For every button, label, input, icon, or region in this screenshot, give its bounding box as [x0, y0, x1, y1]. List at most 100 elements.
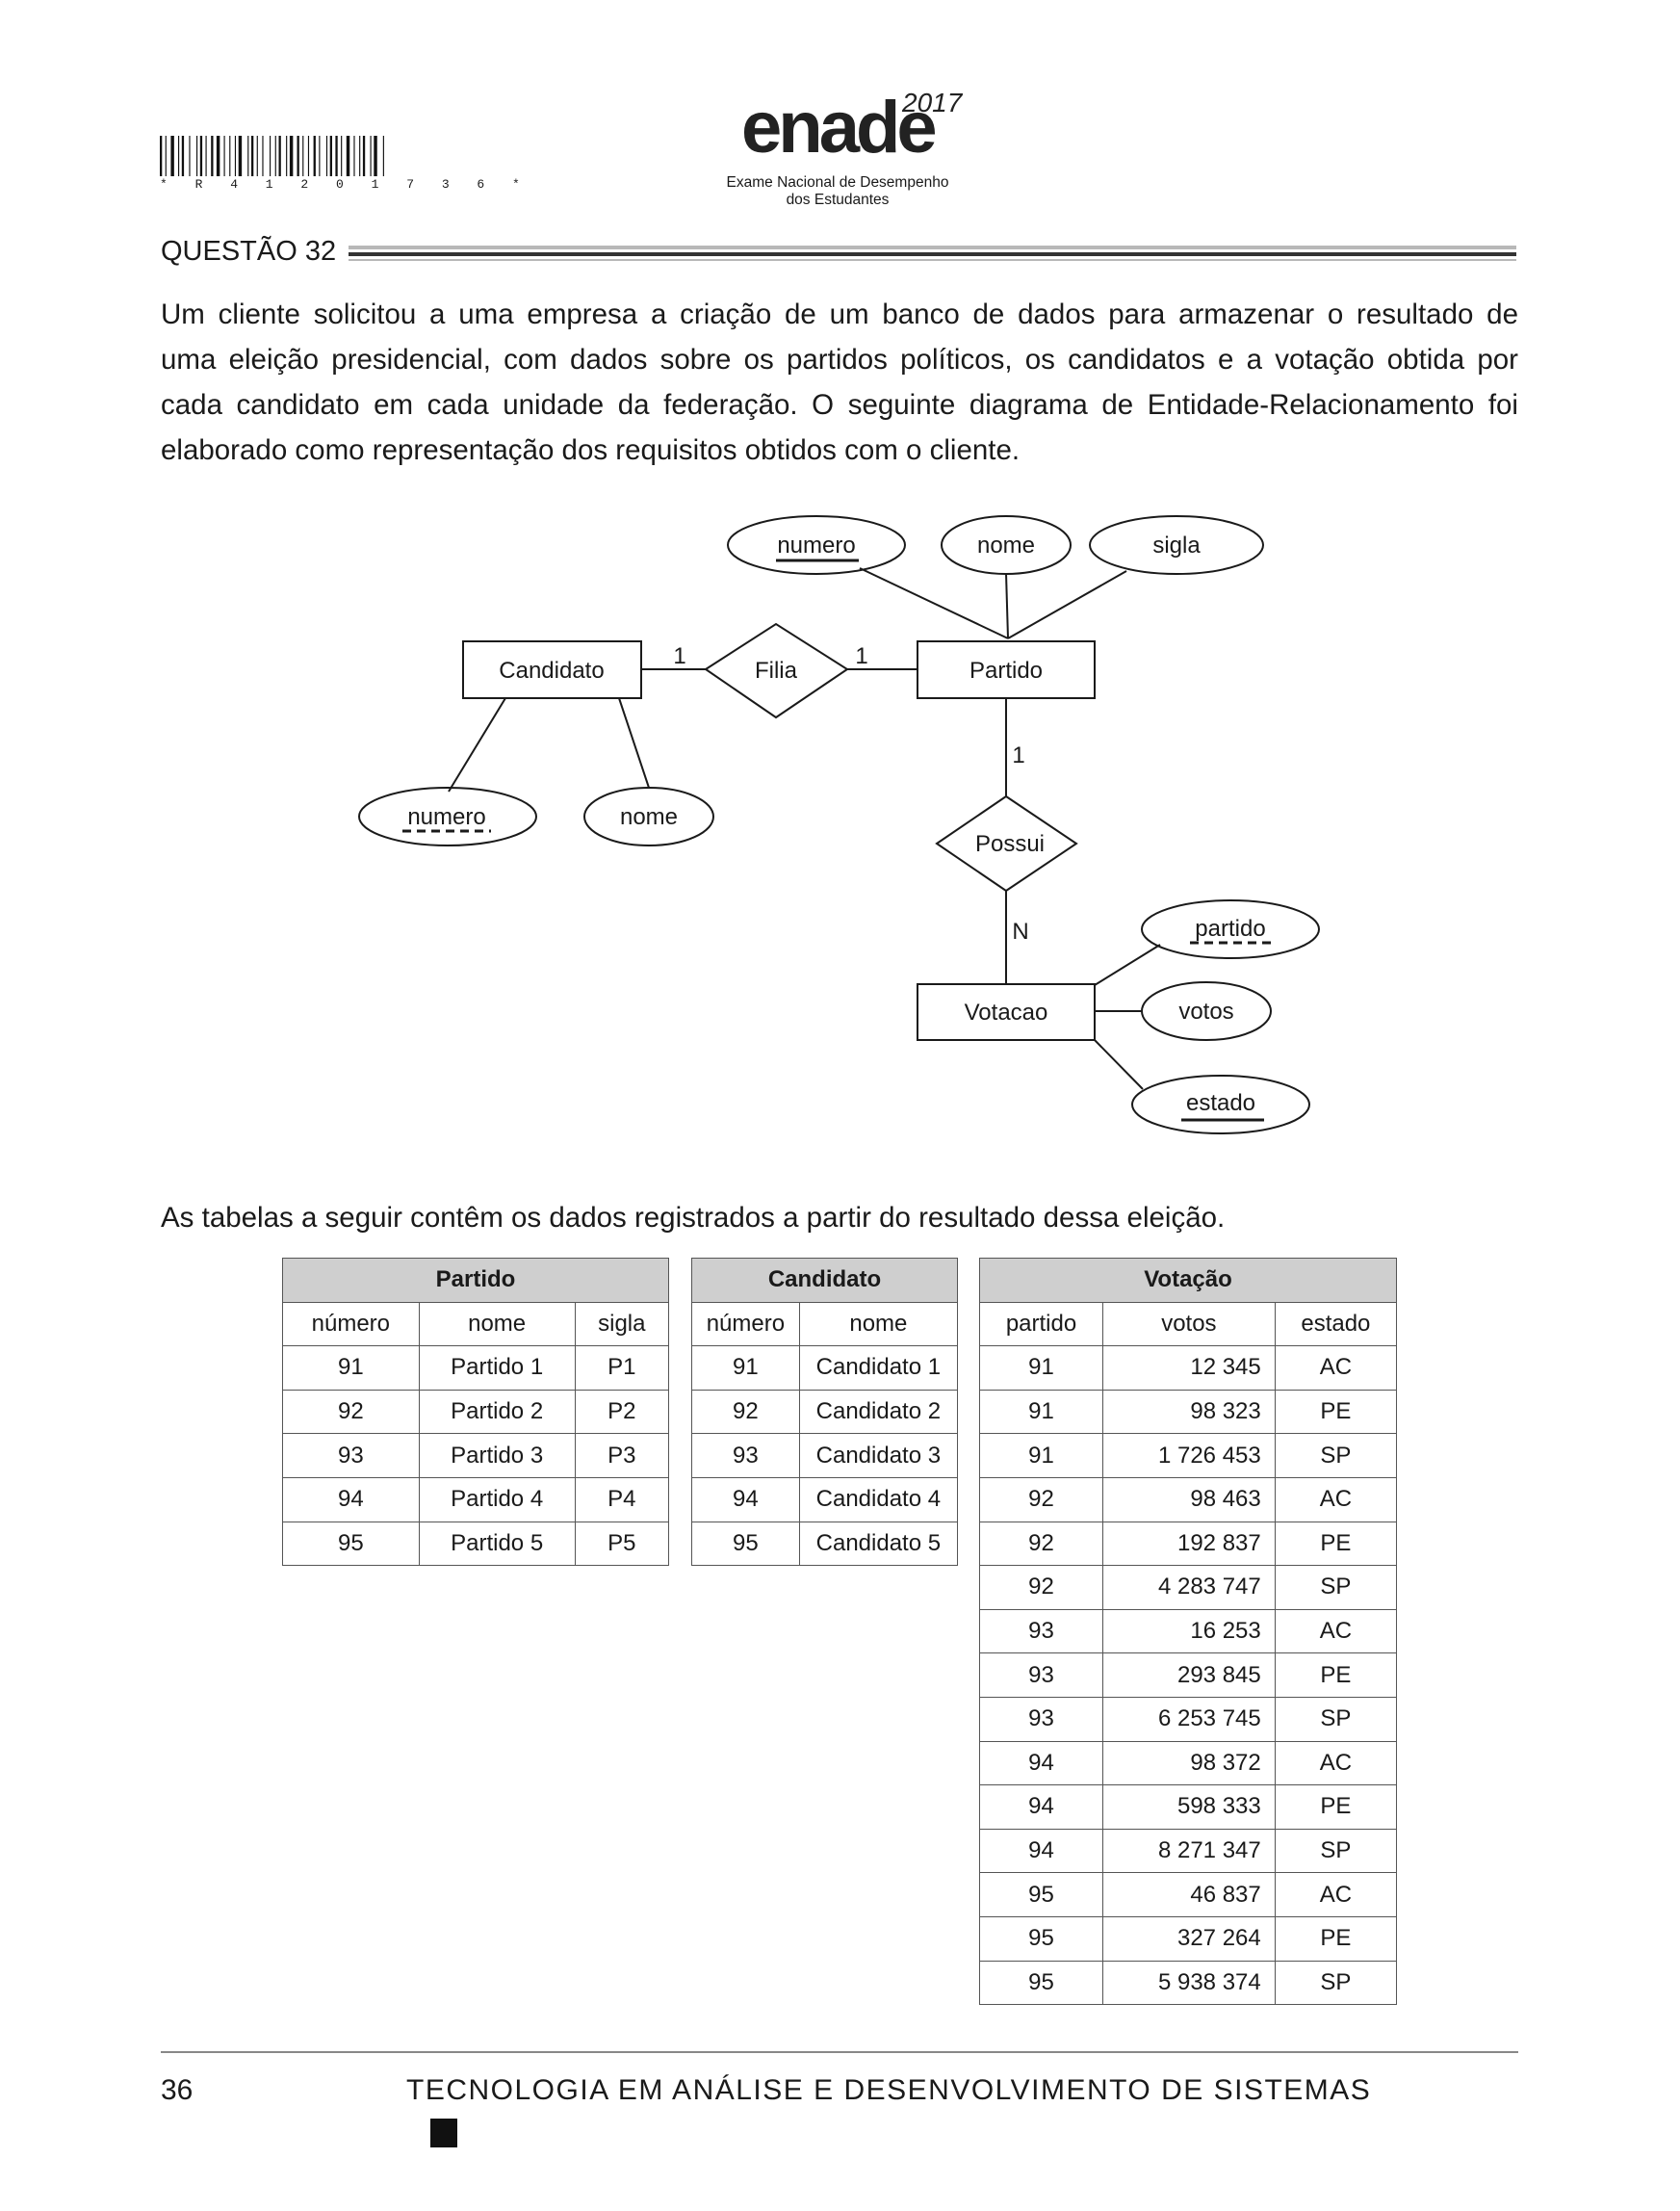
relationship-filia-label: Filia — [755, 658, 798, 684]
cell: 293 845 — [1102, 1652, 1276, 1698]
table-row: 92 Partido 2 P2 — [282, 1389, 670, 1435]
column-header: número — [282, 1301, 420, 1347]
table-row: 95 327 264 PE — [978, 1915, 1398, 1962]
table-votacao: Votação partido votos estado 91 12 345 A… — [978, 1258, 1398, 2006]
cell: 91 — [978, 1389, 1104, 1435]
table-row: 91 Partido 1 P1 — [282, 1345, 670, 1391]
enade-logo-year: 2017 — [902, 88, 963, 117]
cell: Candidato 2 — [798, 1389, 959, 1435]
table-row: 93 Partido 3 P3 — [282, 1433, 670, 1478]
barcode — [160, 136, 384, 176]
barcode-number: * R 4 1 2 0 1 7 3 6 * — [160, 177, 530, 192]
intro-line: cada candidato em cada unidade da federa… — [161, 389, 1518, 421]
attribute-candidato-numero — [358, 787, 537, 846]
cell: Partido 5 — [418, 1521, 576, 1567]
attribute-partido-nome — [941, 515, 1072, 575]
cell: 46 837 — [1102, 1872, 1276, 1917]
attribute-partido-numero-label: numero — [777, 533, 855, 559]
cell: 12 345 — [1102, 1345, 1276, 1391]
cell: 94 — [691, 1476, 800, 1522]
table-row: 93 6 253 745 SP — [978, 1696, 1398, 1742]
cardinality-label: N — [1012, 919, 1028, 945]
cell: Candidato 1 — [798, 1345, 959, 1391]
attribute-votacao-estado — [1131, 1075, 1310, 1134]
cell: AC — [1274, 1608, 1398, 1654]
entity-candidato-label: Candidato — [499, 658, 604, 684]
cell: 4 283 747 — [1102, 1565, 1276, 1610]
question-title: QUESTÃO 32 — [161, 236, 337, 267]
entity-candidato — [462, 640, 642, 699]
cardinality-label: 1 — [673, 643, 685, 669]
cell: AC — [1274, 1872, 1398, 1917]
cell: PE — [1274, 1652, 1398, 1698]
table-row: 91 12 345 AC — [978, 1345, 1398, 1391]
table-row: 92 98 463 AC — [978, 1476, 1398, 1522]
intro-line: uma eleição presidencial, com dados sobr… — [161, 344, 1518, 376]
table-row: 95 Candidato 5 — [691, 1521, 959, 1567]
table-row: 91 Candidato 1 — [691, 1345, 959, 1391]
cell: 98 463 — [1102, 1476, 1276, 1522]
cell: 91 — [978, 1433, 1104, 1478]
page-number: 36 — [161, 2074, 194, 2106]
entity-votacao-label: Votacao — [965, 1000, 1048, 1026]
cell: PE — [1274, 1389, 1398, 1435]
table-row: 93 293 845 PE — [978, 1652, 1398, 1698]
table-caption: Votação — [979, 1258, 1397, 1303]
attribute-partido-numero — [727, 515, 906, 575]
cell: 95 — [691, 1521, 800, 1567]
table-row: 93 Candidato 3 — [691, 1433, 959, 1478]
table-partido: Partido número nome sigla 91 Partido 1 P… — [282, 1258, 670, 1567]
cell: 8 271 347 — [1102, 1828, 1276, 1874]
attribute-partido-sigla-label: sigla — [1152, 533, 1201, 559]
cell: 91 — [282, 1345, 420, 1391]
cell: 94 — [978, 1740, 1104, 1786]
cell: Candidato 3 — [798, 1433, 959, 1478]
cell: 94 — [978, 1828, 1104, 1874]
logo-subtitle-line-1: Exame Nacional de Desempenho — [726, 174, 949, 191]
connector — [1094, 1039, 1144, 1090]
relationship-possui-label: Possui — [975, 831, 1045, 857]
table-row: 94 8 271 347 SP — [978, 1828, 1398, 1874]
table-row: 94 598 333 PE — [978, 1784, 1398, 1830]
cell: SP — [1274, 1696, 1398, 1742]
cell: 327 264 — [1102, 1915, 1276, 1962]
cell: 95 — [978, 1915, 1104, 1962]
attribute-partido-nome-label: nome — [977, 533, 1035, 559]
cell: 91 — [978, 1345, 1104, 1391]
attribute-candidato-numero-label: numero — [407, 804, 485, 830]
table-candidato: Candidato número nome 91 Candidato 1 92 … — [691, 1258, 959, 1567]
cell: Partido 3 — [418, 1433, 576, 1478]
question-intro: Um cliente solicitou a uma empresa a cri… — [161, 292, 1518, 473]
cell: 92 — [978, 1565, 1104, 1610]
table-row: 94 98 372 AC — [978, 1740, 1398, 1786]
cell: 93 — [978, 1696, 1104, 1742]
table-row: 92 4 283 747 SP — [978, 1565, 1398, 1610]
cell: 94 — [978, 1784, 1104, 1830]
connector — [1007, 570, 1127, 639]
cell: SP — [1274, 1828, 1398, 1874]
footer-rule — [161, 2051, 1518, 2053]
attribute-candidato-nome-label: nome — [620, 804, 678, 830]
cell: 92 — [282, 1389, 420, 1435]
table-row: 91 1 726 453 SP — [978, 1433, 1398, 1478]
table-row: 95 Partido 5 P5 — [282, 1521, 670, 1567]
cell: 94 — [282, 1476, 420, 1522]
column-header: número — [691, 1301, 800, 1347]
cell: 1 726 453 — [1102, 1433, 1276, 1478]
table-row: 92 192 837 PE — [978, 1521, 1398, 1567]
entity-partido — [917, 640, 1096, 699]
attribute-votacao-estado-label: estado — [1186, 1090, 1255, 1116]
table-row: 94 Candidato 4 — [691, 1476, 959, 1522]
table-caption: Partido — [282, 1258, 669, 1303]
cell: SP — [1274, 1960, 1398, 2006]
cell: 6 253 745 — [1102, 1696, 1276, 1742]
cell: 93 — [978, 1608, 1104, 1654]
title-rule — [349, 246, 1516, 249]
cell: 95 — [282, 1521, 420, 1567]
cell: Partido 1 — [418, 1345, 576, 1391]
logo-subtitle-line-2: dos Estudantes — [786, 192, 890, 208]
cardinality-label: 1 — [855, 643, 867, 669]
intro-line: elaborado como representação dos requisi… — [161, 434, 1021, 466]
connector — [1094, 944, 1161, 986]
table-row: 95 5 938 374 SP — [978, 1960, 1398, 2006]
